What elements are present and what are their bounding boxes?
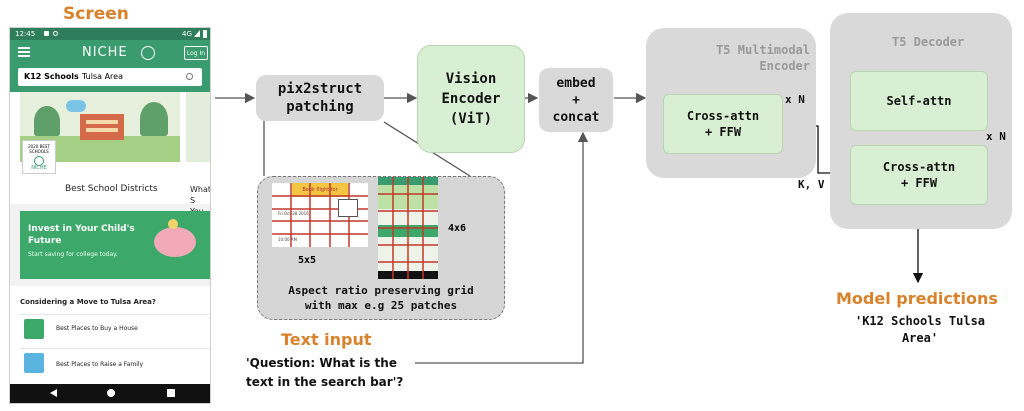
encoder-repeat-label: x N	[785, 93, 805, 106]
mini-form-header: Book flight for	[292, 183, 348, 197]
embed-concat-block: embed + concat	[539, 68, 613, 132]
notification-icon	[44, 31, 49, 36]
signal-icon	[194, 30, 200, 37]
badge-logo-icon	[34, 156, 44, 166]
invest-title-line1: Invest in Your Child's	[28, 224, 135, 234]
network-status: 4G	[182, 30, 192, 38]
patching-detail-panel: Book flight for Fri Oct 28 2016 10:00 AM…	[257, 176, 505, 320]
move-heading: Considering a Move to Tulsa Area?	[20, 298, 156, 306]
screen-heading: Screen	[63, 4, 129, 24]
mini-form-time: 10:00 AM	[278, 237, 297, 242]
recents-icon[interactable]	[167, 389, 175, 397]
t5-decoder-block: T5 Decoder Self-attn Cross-attn + FFW x …	[830, 13, 1012, 229]
calendar-icon	[338, 199, 358, 217]
t5-encoder-title: T5 Multimodal Encoder	[716, 43, 810, 73]
decoder-repeat-label: x N	[986, 130, 1006, 143]
grid-4x6-image	[378, 177, 438, 279]
settings-icon	[53, 31, 58, 36]
card-carousel: 2020 BEST SCHOOLS NICHE Best School Dist…	[10, 92, 210, 227]
grid-5x5-label: 5x5	[298, 255, 317, 266]
search-icon[interactable]	[186, 73, 193, 80]
battery-icon	[203, 30, 207, 38]
family-icon	[24, 353, 44, 373]
grid-5x5-image: Book flight for Fri Oct 28 2016 10:00 AM	[272, 183, 368, 247]
niche-logo-icon	[141, 46, 155, 60]
t5-encoder-block: T5 Multimodal Encoder Cross-attn + FFW x…	[646, 28, 816, 178]
app-logo: NICHE	[82, 45, 128, 60]
login-button[interactable]: Log In	[184, 46, 208, 60]
best-schools-badge: 2020 BEST SCHOOLS NICHE	[22, 140, 56, 174]
next-card-illustration	[186, 92, 210, 162]
search-bar[interactable]: K12 Schools Tulsa Area	[18, 68, 202, 86]
kv-label: K, V	[798, 178, 825, 191]
pix2struct-patching-block: pix2struct patching	[256, 75, 384, 121]
search-query: K12 Schools	[24, 72, 79, 81]
status-bar: 12:45 4G	[10, 28, 210, 40]
mini-form-date: Fri Oct 28 2016	[278, 211, 309, 216]
patching-caption: Aspect ratio preserving grid with max e.…	[288, 284, 474, 312]
home-icon[interactable]	[107, 389, 115, 397]
back-icon[interactable]	[50, 389, 57, 397]
card-title[interactable]: Best School Districts	[65, 184, 158, 194]
phone-screenshot: 12:45 4G NICHE Log In K12 Schools Tulsa …	[9, 27, 211, 404]
invest-subtitle: Start saving for college today.	[28, 251, 118, 258]
move-section: Considering a Move to Tulsa Area? Best P…	[10, 286, 210, 384]
house-icon	[24, 319, 44, 339]
invest-title-line2: Future	[28, 236, 62, 246]
vision-encoder-block: Vision Encoder (ViT)	[417, 45, 525, 153]
t5-decoder-title: T5 Decoder	[892, 35, 965, 49]
list-item[interactable]: Best Places to Buy a House	[20, 314, 210, 345]
decoder-cross-attn-block: Cross-attn + FFW	[850, 145, 988, 205]
self-attn-block: Self-attn	[850, 71, 988, 131]
app-bar: NICHE Log In	[10, 40, 210, 66]
grid-4x6-lines	[378, 177, 438, 279]
search-location: Tulsa Area	[82, 72, 123, 81]
prediction-text: 'K12 Schools Tulsa Area'	[854, 314, 986, 345]
model-predictions-heading: Model predictions	[836, 289, 998, 308]
list-item[interactable]: Best Places to Raise a Family	[20, 348, 210, 383]
android-nav-bar	[10, 384, 210, 403]
question-text: 'Question: What is the text in the searc…	[246, 356, 404, 389]
text-input-heading: Text input	[281, 330, 372, 349]
school-illustration	[20, 92, 180, 162]
encoder-cross-attn-block: Cross-attn + FFW	[663, 94, 783, 154]
grid-4x6-label: 4x6	[448, 223, 467, 234]
piggy-bank-icon	[154, 227, 196, 257]
status-time: 12:45	[15, 30, 36, 38]
coin-icon	[168, 219, 178, 229]
invest-banner[interactable]: Invest in Your Child's Future Start savi…	[20, 211, 210, 279]
grid-5x5-lines	[272, 183, 368, 247]
arrow-text-to-embed	[415, 131, 589, 364]
menu-icon[interactable]	[18, 47, 30, 49]
